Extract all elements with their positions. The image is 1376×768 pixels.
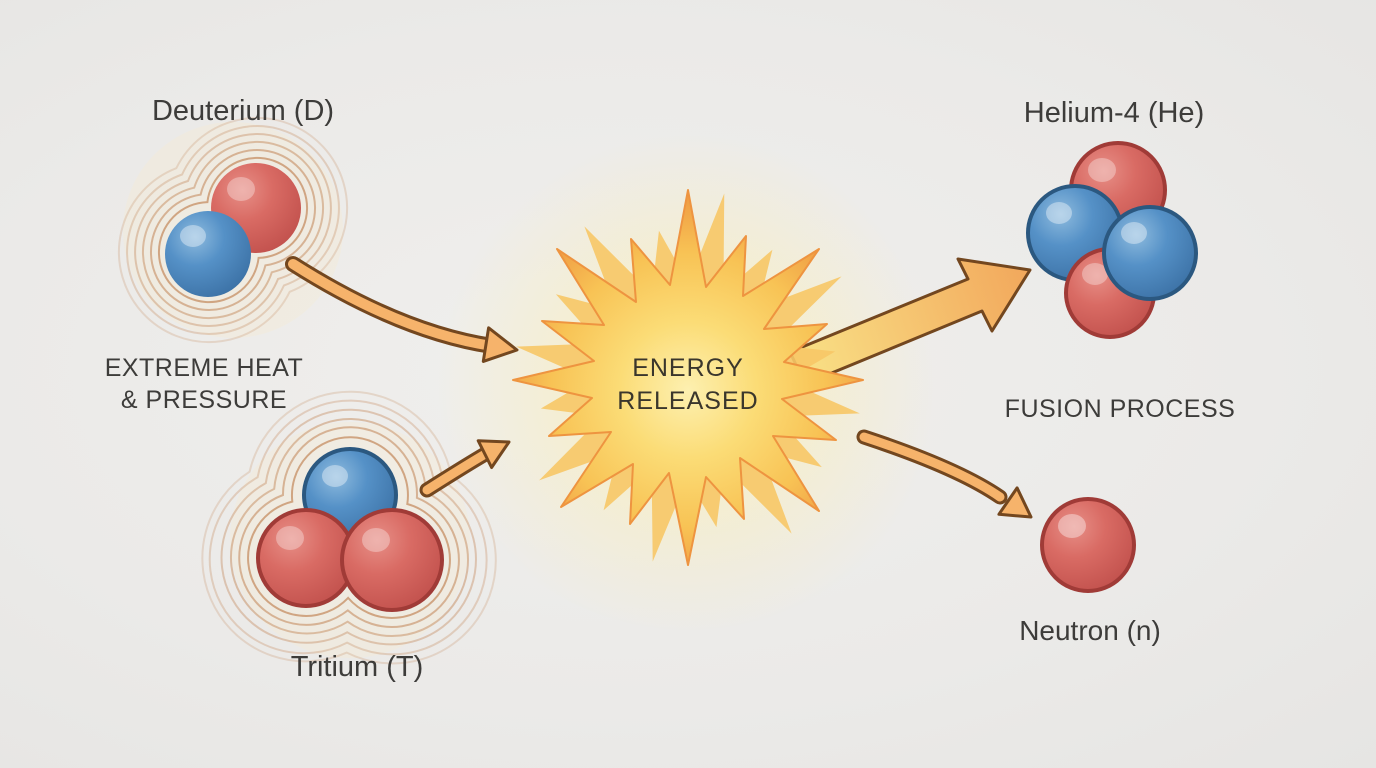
tritium-atom: [256, 447, 444, 612]
tritium-label: Tritium (T): [290, 651, 424, 683]
heat-pressure-line2: & PRESSURE: [120, 386, 288, 414]
burst-to-neutron-arrow: [856, 429, 1033, 519]
energy-released-label: ENERGY RELEASED: [528, 352, 848, 418]
helium-label: Helium-4 (He): [1023, 97, 1205, 129]
deuterium-rings: [117, 116, 349, 344]
burst-to-helium-arrow: [788, 257, 1032, 386]
neutron-label: Neutron (n): [1019, 615, 1161, 646]
deuterium-to-burst-arrow: [285, 256, 519, 363]
tritium-rings: [201, 390, 497, 665]
fusion-process-label: FUSION PROCESS: [1004, 395, 1236, 423]
tritium-to-burst-arrow: [419, 439, 511, 498]
deuterium-atom: [165, 163, 301, 297]
energy-line2: RELEASED: [617, 387, 759, 415]
energy-burst: [512, 189, 864, 566]
helium-atom: [1026, 141, 1198, 339]
heat-pressure-label: EXTREME HEAT & PRESSURE: [44, 352, 364, 416]
heat-pressure-line1: EXTREME HEAT: [104, 354, 304, 382]
deuterium-label: Deuterium (D): [151, 95, 335, 127]
neutron-particle: [1040, 497, 1136, 593]
energy-line1: ENERGY: [632, 354, 744, 382]
